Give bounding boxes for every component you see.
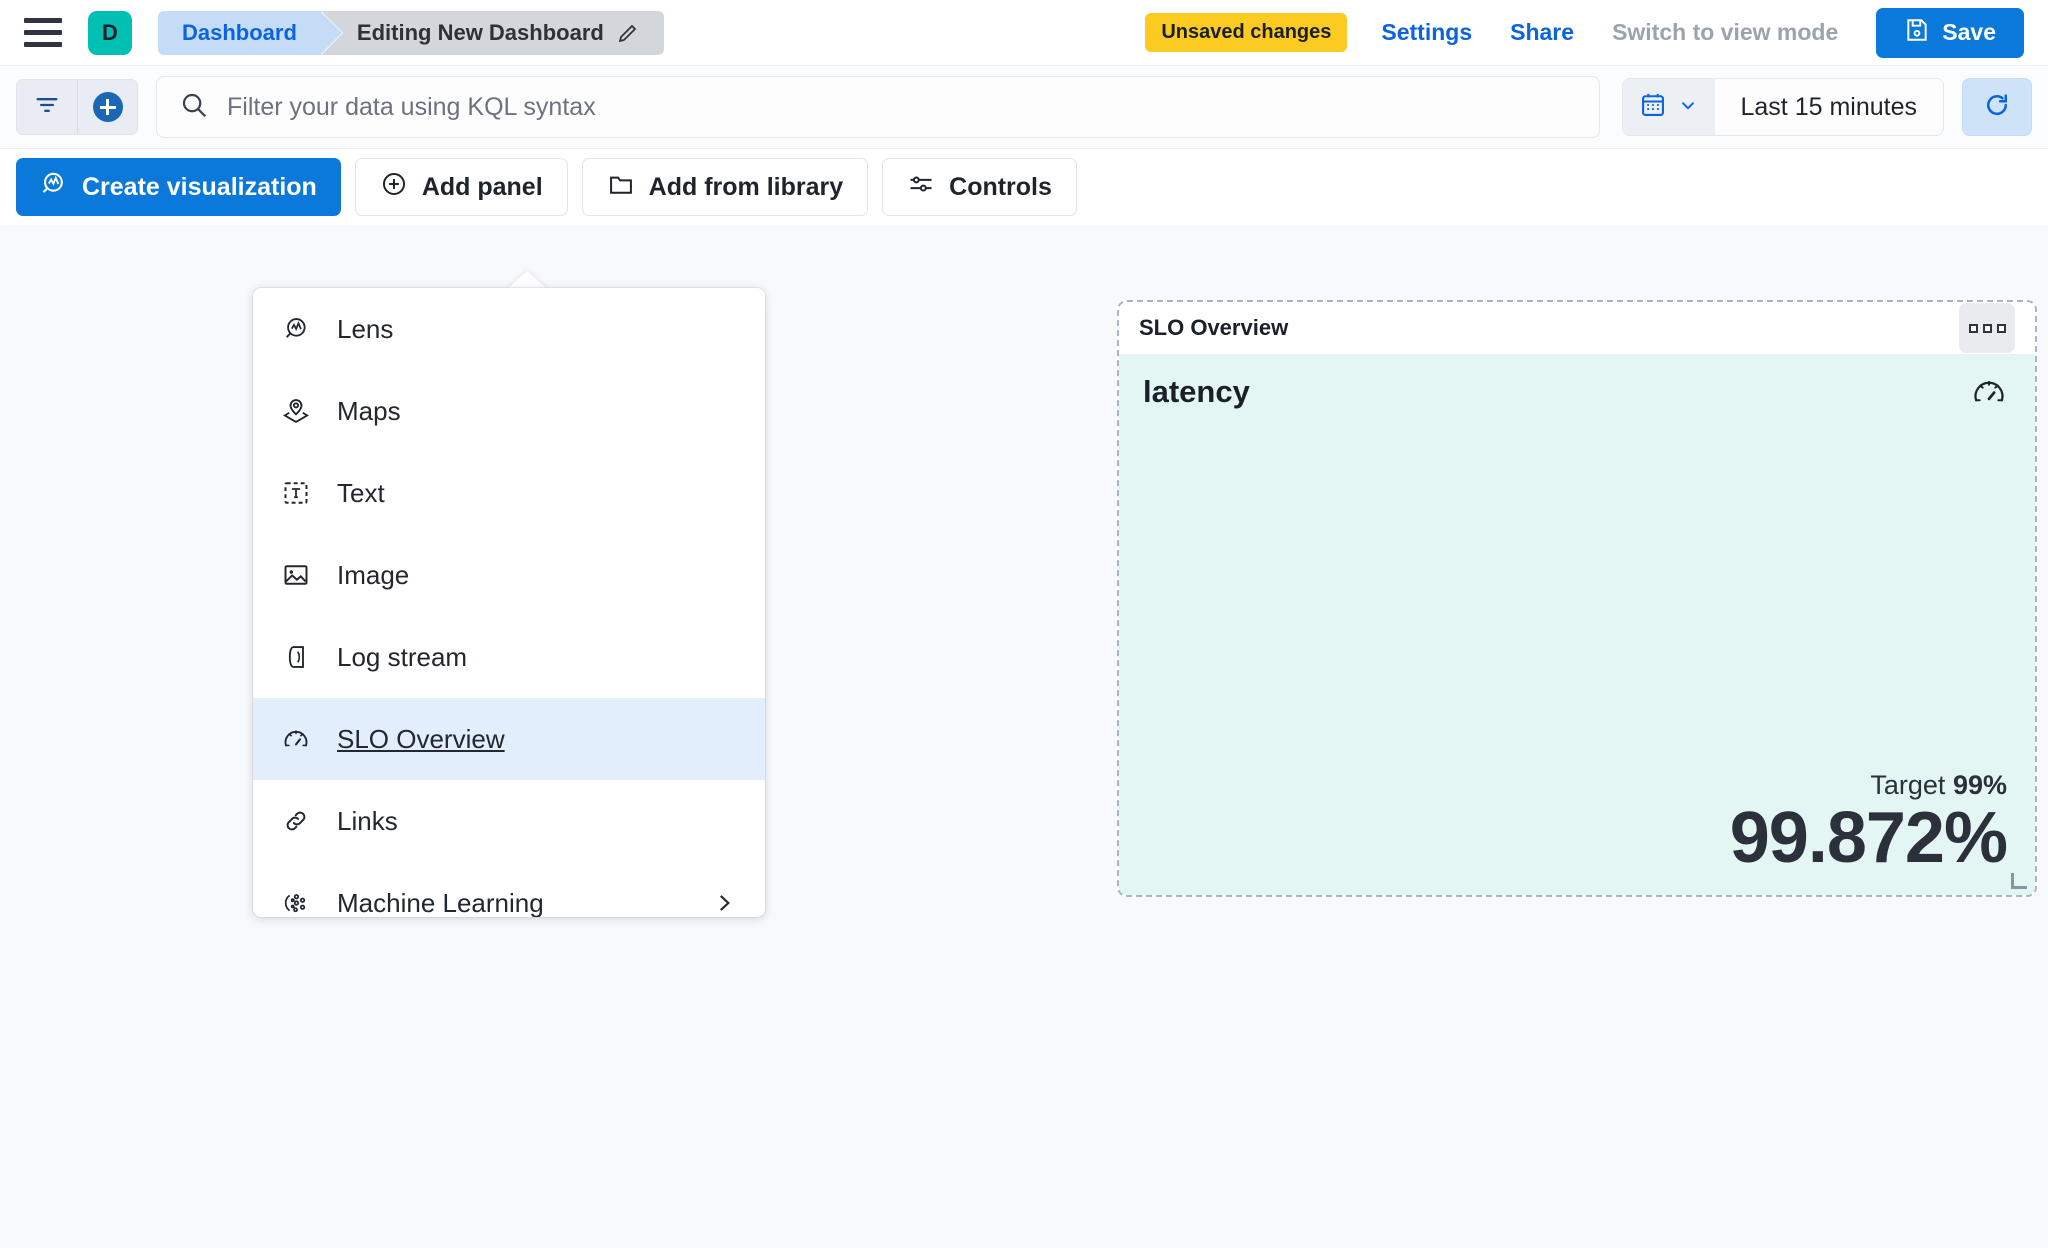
panel-header: SLO Overview [1119, 302, 2035, 354]
menu-item-label: Log stream [337, 641, 468, 672]
search-input[interactable]: Filter your data using KQL syntax [156, 76, 1600, 138]
menu-item-label: SLO Overview [337, 723, 505, 754]
slo-target: Target 99% [1143, 770, 2007, 801]
menu-item-label: Maps [337, 395, 401, 426]
breadcrumb-current[interactable]: Editing New Dashboard [320, 10, 664, 55]
plus-circle-icon [380, 170, 408, 205]
controls-label: Controls [949, 172, 1052, 201]
save-button-label: Save [1942, 19, 1996, 45]
panel-title: SLO Overview [1139, 315, 1289, 340]
date-picker-range-label: Last 15 minutes [1740, 92, 1918, 121]
breadcrumb: Dashboard Editing New Dashboard [158, 10, 664, 55]
slo-target-value: 99% [1952, 770, 2007, 801]
controls-button[interactable]: Controls [882, 158, 1077, 216]
chevron-down-icon [1677, 94, 1699, 121]
ml-icon [281, 888, 311, 917]
create-visualization-label: Create visualization [82, 172, 317, 201]
slo-target-label: Target [1870, 770, 1946, 801]
date-picker-quick-select[interactable] [1622, 79, 1715, 135]
add-filter-button[interactable] [77, 80, 137, 134]
menu-item-label: Image [337, 559, 410, 590]
save-button[interactable]: Save [1876, 7, 2024, 58]
menu-item-lens[interactable]: Lens [253, 288, 765, 370]
refresh-icon [1982, 90, 2012, 125]
maps-icon [281, 396, 311, 426]
query-bar: Filter your data using KQL syntax Last 1… [0, 66, 2048, 149]
slo-overview-panel[interactable]: SLO Overview latency Target 99% 99.872% [1117, 300, 2037, 897]
menu-item-log-stream[interactable]: Log stream [253, 616, 765, 698]
share-link[interactable]: Share [1510, 19, 1575, 45]
menu-item-slo-overview[interactable]: SLO Overview [253, 698, 765, 780]
panel-body: latency Target 99% 99.872% [1119, 354, 2035, 895]
add-panel-button[interactable]: Add panel [354, 158, 568, 216]
top-nav-actions: Unsaved changes Settings Share Switch to… [1145, 7, 2048, 58]
add-from-library-label: Add from library [648, 172, 844, 201]
menu-item-image[interactable]: Image [253, 534, 765, 616]
breadcrumb-dashboard-label: Dashboard [182, 19, 297, 45]
add-from-library-button[interactable]: Add from library [581, 158, 869, 216]
unsaved-changes-badge: Unsaved changes [1145, 13, 1348, 52]
folder-icon [607, 170, 635, 205]
calendar-icon [1639, 91, 1667, 124]
pencil-icon[interactable] [616, 21, 640, 45]
popover-arrow [505, 271, 549, 291]
avatar-letter: D [102, 19, 118, 45]
breadcrumb-dashboard[interactable]: Dashboard [158, 10, 342, 55]
avatar[interactable]: D [88, 10, 132, 55]
slo-sli-value: 99.872% [1729, 798, 2008, 879]
switch-to-view-mode-link[interactable]: Switch to view mode [1612, 19, 1839, 45]
slo-summary-header: latency [1143, 374, 2007, 415]
filter-options-button[interactable] [17, 80, 77, 134]
slo-metrics: Target 99% 99.872% [1143, 770, 2008, 879]
filter-button-group [16, 79, 138, 135]
gauge-icon [281, 724, 311, 754]
save-disk-icon [1904, 17, 1930, 49]
search-icon [179, 90, 209, 125]
filter-icon [33, 91, 61, 124]
settings-link[interactable]: Settings [1381, 19, 1473, 45]
resize-handle-icon[interactable] [2011, 873, 2027, 889]
image-icon [281, 560, 311, 590]
menu-item-label: Text [337, 477, 385, 508]
menu-item-label: Machine Learning [337, 887, 544, 918]
refresh-button[interactable] [1962, 78, 2032, 136]
add-panel-menu: Lens Maps Text Image [253, 288, 765, 917]
menu-item-links[interactable]: Links [253, 780, 765, 862]
breadcrumb-current-label: Editing New Dashboard [356, 19, 604, 45]
date-picker: Last 15 minutes [1621, 78, 1944, 136]
top-navigation-bar: D Dashboard Editing New Dashboard Unsave… [0, 0, 2048, 66]
plus-circle-icon [92, 92, 123, 122]
logstream-icon [281, 642, 311, 672]
lens-icon [40, 170, 68, 205]
slo-name: latency [1143, 374, 1250, 409]
dashboard-editing-toolbar: Create visualization Add panel Add from … [0, 149, 2048, 225]
menu-item-machine-learning[interactable]: Machine Learning [253, 862, 765, 917]
gauge-icon [1971, 374, 2007, 415]
link-icon [281, 806, 311, 836]
hamburger-menu-icon[interactable] [24, 13, 68, 53]
menu-item-label: Lens [337, 313, 394, 344]
add-panel-label: Add panel [421, 172, 543, 201]
date-picker-range[interactable]: Last 15 minutes [1714, 79, 1943, 135]
controls-sliders-icon [907, 170, 935, 205]
menu-item-maps[interactable]: Maps [253, 370, 765, 452]
text-icon [281, 478, 311, 508]
panel-context-menu-icon[interactable] [1959, 303, 2015, 353]
menu-item-label: Links [337, 805, 398, 836]
menu-item-text[interactable]: Text [253, 452, 765, 534]
search-input-placeholder: Filter your data using KQL syntax [227, 92, 596, 121]
lens-icon [281, 314, 311, 344]
chevron-right-icon [711, 890, 737, 916]
create-visualization-button[interactable]: Create visualization [16, 158, 341, 216]
